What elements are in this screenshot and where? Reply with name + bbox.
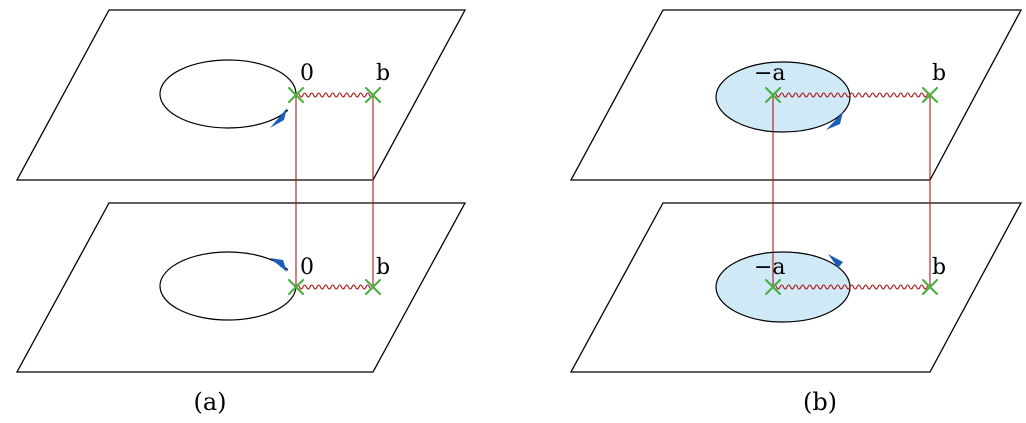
label-left-lower-b: −a [754, 255, 786, 280]
caption-a: (a) [193, 388, 226, 416]
label-right-upper-b: b [932, 61, 946, 86]
branch-cut-upper-b [772, 92, 931, 98]
label-right-lower-a: b [376, 255, 390, 280]
label-left-upper-a: 0 [300, 61, 314, 86]
branch-point-lower-right-a [364, 278, 382, 296]
branch-cut-lower-b [772, 284, 931, 290]
panel-b: −a b −a b (b) [569, 9, 1023, 416]
lower-sheet-a [15, 202, 467, 373]
branch-cut-lower-a [295, 284, 374, 290]
branch-point-lower-right-b [921, 278, 939, 296]
lower-loop-a [159, 251, 297, 321]
arrow-upper-a [270, 108, 287, 128]
caption-b: (b) [803, 388, 837, 416]
label-right-upper-a: b [376, 61, 390, 86]
label-left-lower-a: 0 [300, 255, 314, 280]
arrow-upper-b [826, 112, 843, 130]
upper-disk-b [715, 61, 851, 133]
label-right-lower-b: b [932, 255, 946, 280]
branch-point-upper-left-a [287, 86, 305, 104]
branch-point-lower-left-b [764, 278, 782, 296]
arrow-lower-a [270, 258, 287, 272]
branch-point-upper-right-b [921, 86, 939, 104]
branch-point-upper-right-a [364, 86, 382, 104]
branch-point-upper-left-b [764, 86, 782, 104]
arrow-lower-b [828, 254, 843, 268]
branch-point-lower-left-a [287, 278, 305, 296]
upper-loop-a [159, 59, 297, 129]
branch-cut-upper-a [295, 92, 374, 98]
label-left-upper-b: −a [754, 61, 786, 86]
upper-sheet-a [15, 9, 467, 181]
panel-a: 0 b 0 b (a) [15, 9, 467, 416]
